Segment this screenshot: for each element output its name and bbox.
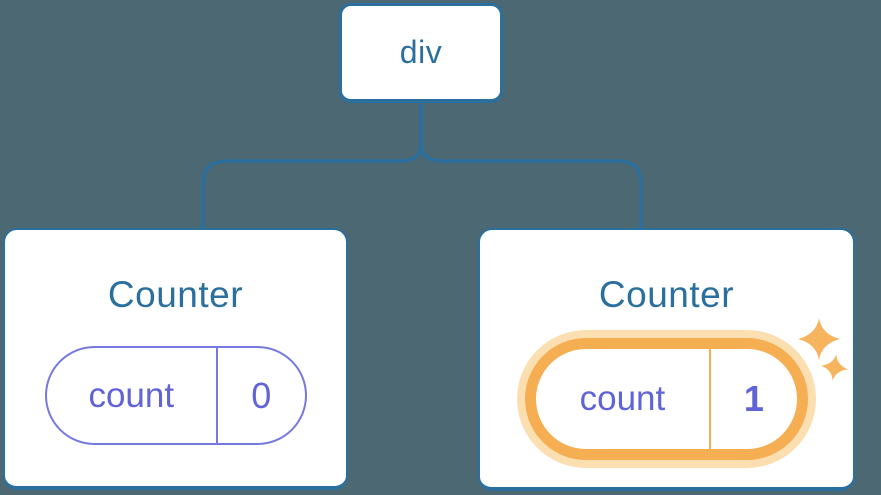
state-pill-highlighted: count 1 <box>525 338 808 460</box>
counter-component-card-left: Counter count 0 <box>3 228 348 490</box>
root-node-div: div <box>339 3 503 103</box>
connector-right-branch <box>419 140 643 229</box>
state-key: count <box>536 349 711 449</box>
state-pill: count 0 <box>44 346 307 445</box>
counter-component-card-right: Counter count 1 <box>478 228 855 491</box>
root-node-label: div <box>399 34 443 70</box>
connector-left-branch <box>201 140 423 229</box>
state-value: 0 <box>251 374 272 416</box>
state-key: count <box>47 348 219 443</box>
component-title: Counter <box>107 274 244 315</box>
component-title: Counter <box>598 274 735 315</box>
sparkle-icon <box>798 318 840 360</box>
state-value: 1 <box>743 378 764 419</box>
sparkle-icon <box>821 354 848 381</box>
